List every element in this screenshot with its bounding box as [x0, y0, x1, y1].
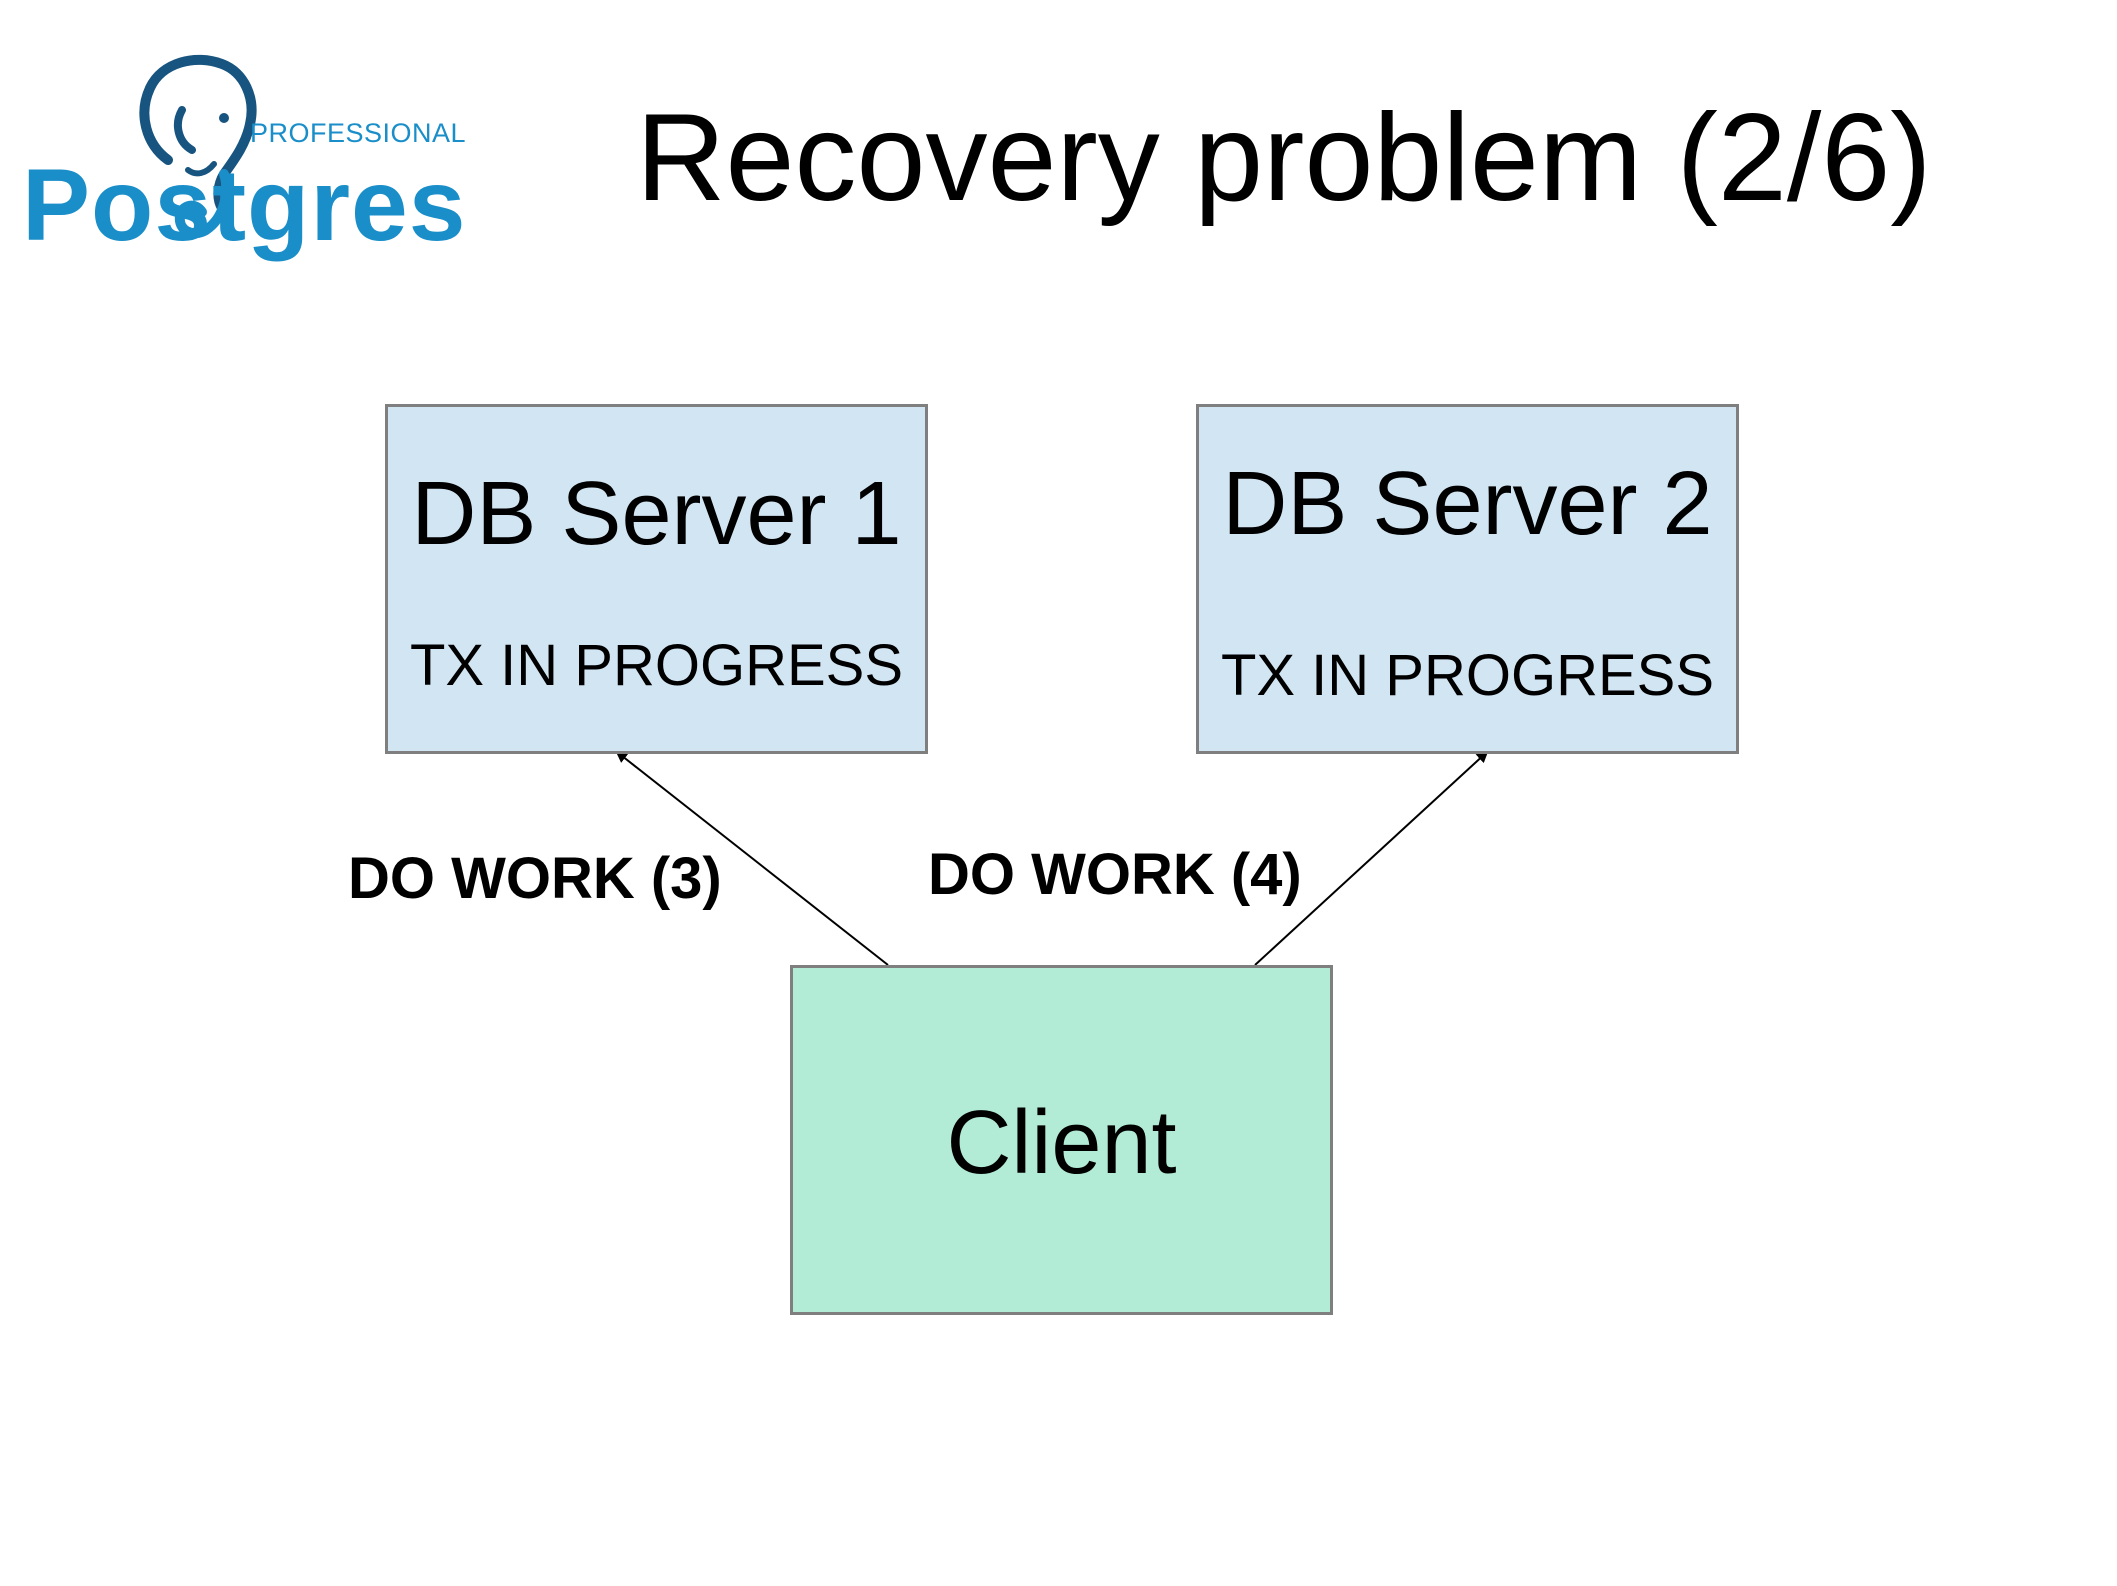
elephant-icon — [139, 54, 257, 239]
db-server-1-title: DB Server 1 — [411, 464, 902, 564]
edge-client-to-server2 — [1254, 750, 1489, 966]
db-server-1-status: TX IN PROGRESS — [409, 633, 904, 698]
postgres-professional-logo: PROFESSIONAL Postgres — [18, 52, 467, 256]
db-server-2-title: DB Server 2 — [1222, 454, 1713, 554]
logo-subtitle: PROFESSIONAL — [250, 118, 467, 148]
slide-title: Recovery problem (2/6) — [636, 89, 1932, 227]
client-node: Client — [790, 965, 1333, 1315]
logo-brand-text: Postgres — [22, 148, 467, 262]
db-server-2-node: DB Server 2 TX IN PROGRESS — [1196, 404, 1739, 754]
client-title: Client — [946, 1093, 1177, 1193]
edge-label-do-work-3: DO WORK (3) — [348, 846, 722, 911]
db-server-1-node: DB Server 1 TX IN PROGRESS — [385, 404, 928, 754]
db-server-2-status: TX IN PROGRESS — [1220, 643, 1715, 708]
edge-client-to-server1 — [615, 750, 889, 966]
edge-label-do-work-4: DO WORK (4) — [928, 842, 1302, 907]
